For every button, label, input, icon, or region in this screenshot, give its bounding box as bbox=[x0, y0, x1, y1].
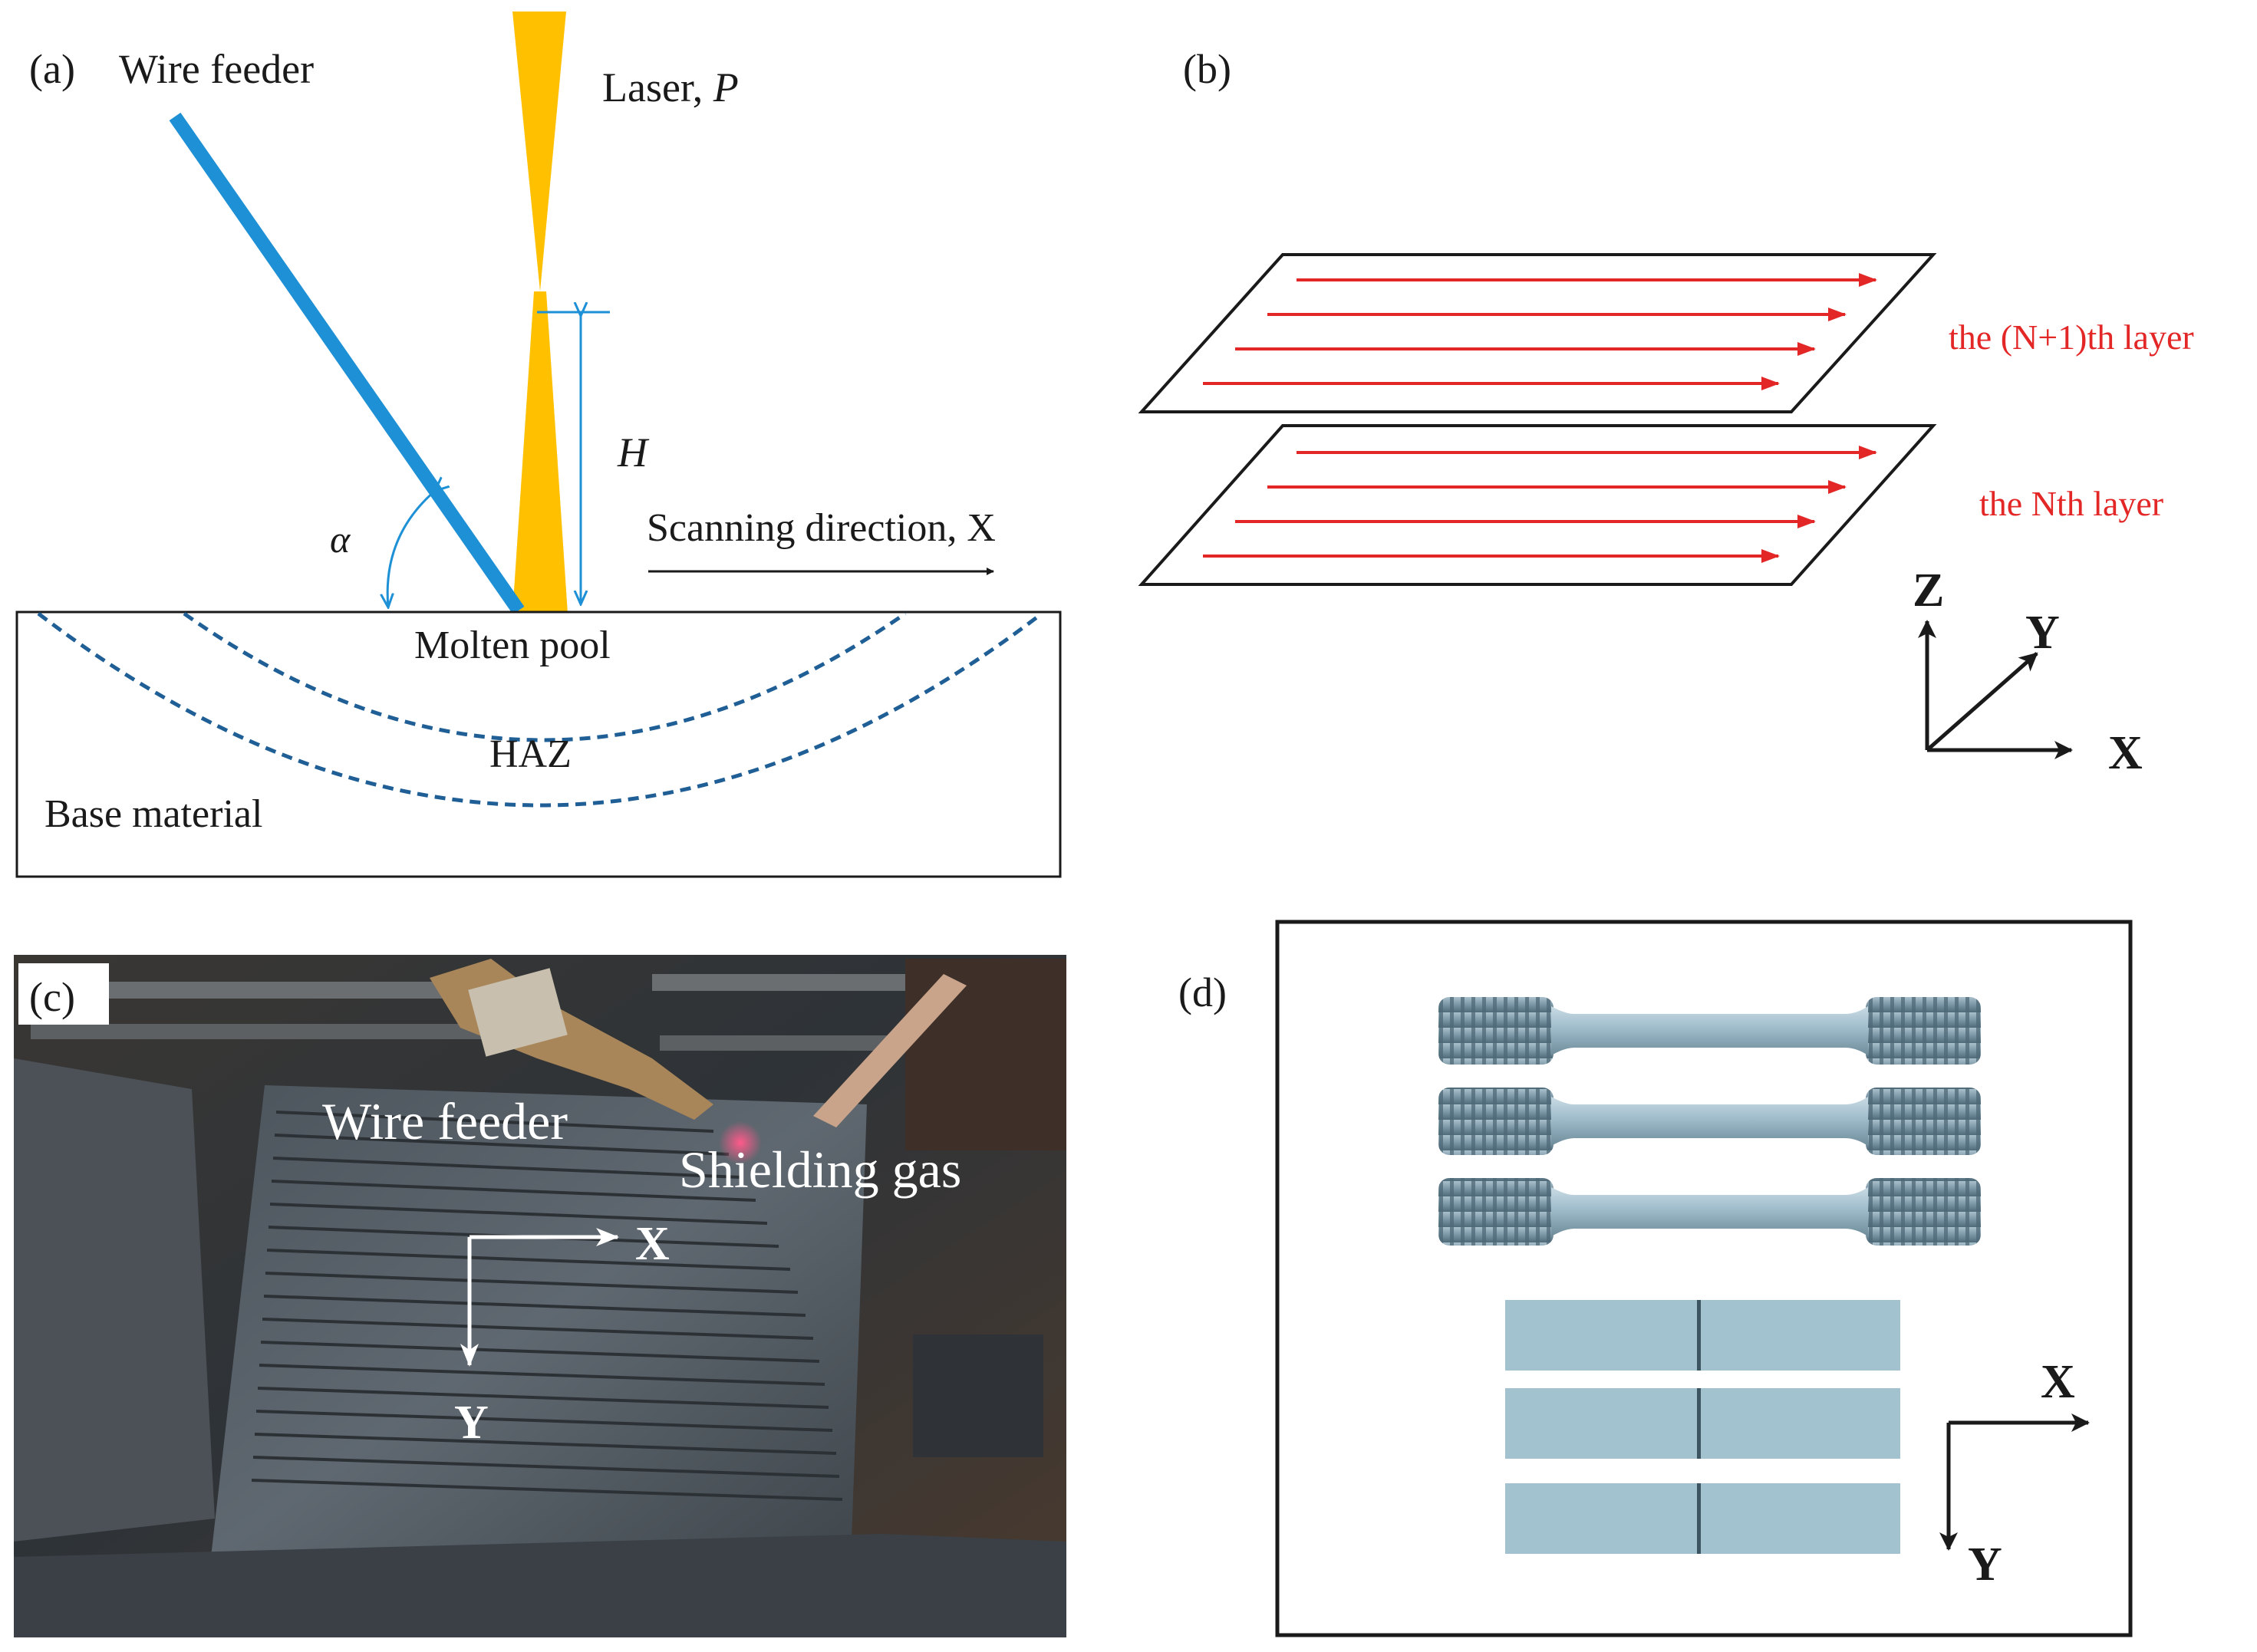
panel-b: (b) the (N+1)th layer the Nth layer Z Y … bbox=[1138, 46, 2194, 779]
photo-shielding-gas-label: Shielding gas bbox=[679, 1140, 961, 1199]
photo-axis-x-label: X bbox=[635, 1218, 670, 1270]
panel-b-tag: (b) bbox=[1183, 46, 1231, 92]
panel-c-tag: (c) bbox=[29, 974, 75, 1020]
tensile-specimen bbox=[1438, 997, 1981, 1065]
tensile-specimen bbox=[1438, 1088, 1981, 1155]
axis-z-label: Z bbox=[1913, 564, 1944, 617]
axis-x-label: X bbox=[2108, 727, 2143, 779]
wire-feeder-label: Wire feeder bbox=[119, 46, 314, 92]
notched-specimen bbox=[1505, 1300, 1900, 1371]
laser-label: Laser, P bbox=[602, 64, 739, 110]
scan-direction-label: Scanning direction, X bbox=[647, 506, 996, 550]
haz-boundary bbox=[37, 612, 1043, 808]
notched-specimen bbox=[1505, 1483, 1900, 1554]
specimen-axis-y-label: Y bbox=[1968, 1538, 2002, 1591]
melt-glow bbox=[719, 1121, 762, 1164]
panel-a: (a) Wire feeder Laser, P H α Scanning di… bbox=[15, 12, 1062, 878]
haz-label: HAZ bbox=[489, 732, 572, 776]
shielding-gas-tube bbox=[813, 974, 967, 1127]
deposition-photo bbox=[14, 955, 1066, 1637]
panel-a-tag: (a) bbox=[29, 46, 75, 92]
notched-specimen bbox=[1505, 1388, 1900, 1459]
panel-d: (d) bbox=[1178, 920, 2133, 1637]
axis-y-label: Y bbox=[2025, 607, 2060, 659]
molten-pool-label: Molten pool bbox=[414, 624, 611, 667]
height-label: H bbox=[617, 429, 650, 476]
layer-n bbox=[1138, 424, 1937, 586]
photo-axis-y-label: Y bbox=[454, 1397, 489, 1449]
panel-d-tag: (d) bbox=[1178, 969, 1227, 1015]
base-material-block bbox=[15, 610, 1062, 878]
panel-c-tag-background bbox=[18, 963, 109, 1025]
lower-layer-label: the Nth layer bbox=[1979, 484, 2163, 523]
photo-wire-feeder-label: Wire feeder bbox=[322, 1092, 568, 1150]
base-material-label: Base material bbox=[44, 792, 262, 836]
layer-n-plus-1 bbox=[1138, 253, 1937, 413]
xyz-axes: Z Y X bbox=[1913, 564, 2143, 779]
specimen-axis-x-label: X bbox=[2041, 1356, 2075, 1408]
wire-feeder bbox=[169, 112, 525, 615]
angle-label: α bbox=[330, 518, 351, 561]
tensile-specimen bbox=[1438, 1178, 1981, 1246]
angle-arc bbox=[387, 491, 435, 607]
axis-y-arrow bbox=[1926, 652, 2038, 752]
upper-layer-label: the (N+1)th layer bbox=[1949, 318, 2194, 357]
panel-c: (c) Wire feeder Shielding gas X Y bbox=[14, 955, 1066, 1637]
